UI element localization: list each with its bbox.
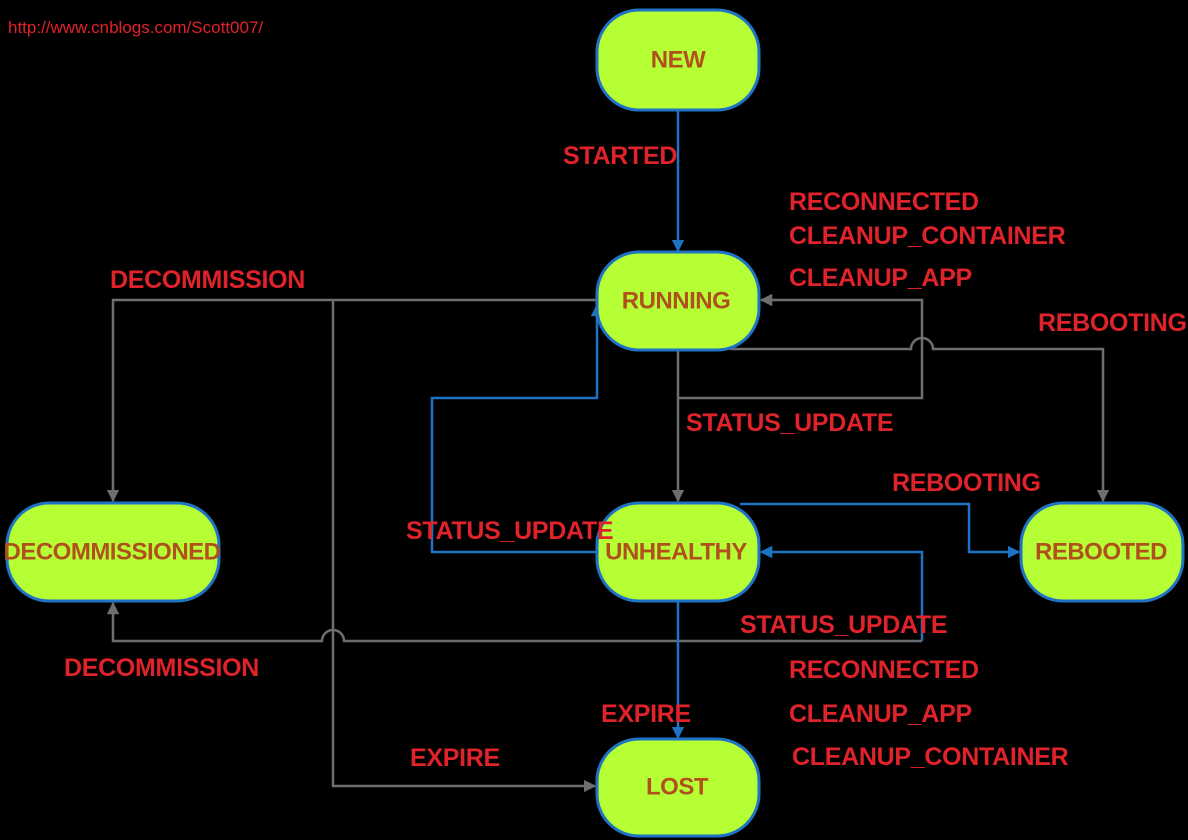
state-lost: LOST: [595, 737, 761, 838]
edge-running-rebooted: [730, 336, 1110, 503]
label-started: STARTED: [563, 142, 677, 170]
state-unhealthy-label: UNHEALTHY: [605, 539, 747, 566]
label-reconnected-bottom: RECONNECTED: [789, 656, 979, 684]
state-decommissioned-label: DECOMMISSIONED: [3, 539, 220, 566]
state-new-label: NEW: [651, 47, 706, 74]
edge-running-decommissioned: [106, 298, 598, 503]
edge-labels: STARTED RECONNECTED CLEANUP_CONTAINER CL…: [64, 142, 1187, 772]
label-cleanup-app-top: CLEANUP_APP: [789, 264, 972, 292]
label-cleanup-container-bottom: CLEANUP_CONTAINER: [792, 743, 1069, 771]
label-rebooting-top: REBOOTING: [1038, 309, 1187, 337]
state-decommissioned: DECOMMISSIONED: [3, 501, 221, 603]
edge-unhealthy-running: [430, 303, 604, 554]
label-expire-mid: EXPIRE: [601, 700, 691, 728]
edge-running-lost: [331, 300, 597, 793]
label-rebooting-mid: REBOOTING: [892, 469, 1041, 497]
label-cleanup-app-bottom: CLEANUP_APP: [789, 700, 972, 728]
state-lost-label: LOST: [646, 774, 709, 801]
state-unhealthy: UNHEALTHY: [595, 501, 761, 603]
state-running-label: RUNNING: [622, 288, 731, 315]
label-reconnected-top: RECONNECTED: [789, 188, 979, 216]
watermark-text: http://www.cnblogs.com/Scott007/: [8, 18, 263, 37]
label-decommission-top: DECOMMISSION: [110, 266, 305, 294]
label-cleanup-container-top: CLEANUP_CONTAINER: [789, 222, 1066, 250]
label-decommission-bottom: DECOMMISSION: [64, 654, 259, 682]
label-status-update-right: STATUS_UPDATE: [740, 611, 947, 639]
edge-running-self: [678, 293, 924, 400]
state-running: RUNNING: [595, 250, 761, 352]
edge-unhealthy-self: [759, 545, 924, 641]
state-rebooted-label: REBOOTED: [1035, 539, 1167, 566]
edges: [106, 110, 1110, 793]
label-expire-left: EXPIRE: [410, 744, 500, 772]
state-rebooted: REBOOTED: [1019, 501, 1185, 603]
label-status-update-left: STATUS_UPDATE: [406, 517, 613, 545]
edge-unhealthy-decommissioned: [106, 601, 922, 643]
edge-unhealthy-rebooted: [740, 502, 1021, 559]
label-status-update-mid: STATUS_UPDATE: [686, 409, 893, 437]
state-new: NEW: [595, 8, 761, 112]
